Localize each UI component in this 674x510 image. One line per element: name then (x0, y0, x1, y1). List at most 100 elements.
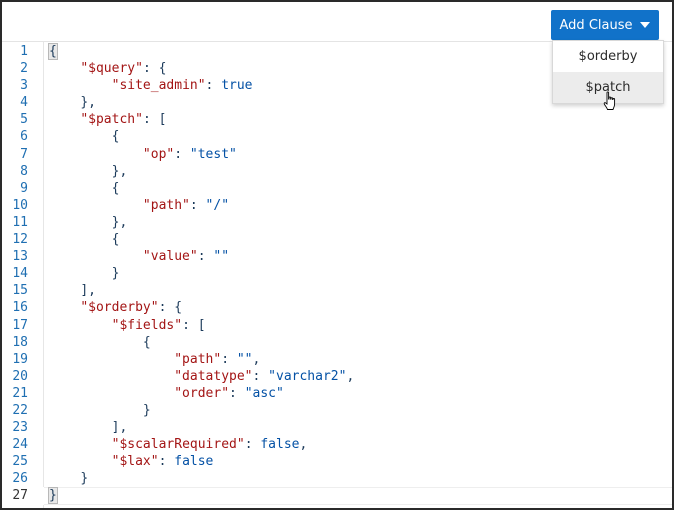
punctuation: : (252, 368, 269, 384)
punctuation: : (244, 437, 261, 453)
add-clause-button[interactable]: Add Clause (551, 10, 659, 40)
json-key: "order" (174, 385, 230, 401)
code-line: 7 "op": "test" (2, 146, 672, 163)
punctuation: : { (142, 61, 167, 77)
punctuation: { (111, 129, 120, 145)
json-value: "varchar2" (268, 368, 347, 384)
line-number: 1 (20, 44, 28, 59)
code-line: 26 } (2, 470, 672, 487)
line-number: 16 (12, 300, 28, 316)
line-number: 9 (20, 180, 28, 196)
json-value: false (260, 437, 300, 453)
line-number: 19 (12, 351, 28, 367)
line-number: 24 (12, 437, 28, 453)
json-key: "$lax" (111, 454, 159, 470)
line-number: 22 (12, 402, 28, 418)
matched-brace: { (48, 43, 58, 60)
line-number: 2 (20, 61, 28, 77)
line-number: 14 (12, 266, 28, 282)
code-line: 5 "$patch": [ (2, 111, 672, 128)
line-number: 15 (12, 283, 28, 299)
matched-brace: } (48, 487, 58, 505)
add-clause-menu: $orderby $patch (552, 40, 664, 104)
punctuation: { (142, 334, 151, 350)
line-number: 18 (12, 334, 28, 350)
json-value: "asc" (244, 385, 284, 401)
punctuation: : { (158, 300, 183, 316)
line-number: 27 (12, 488, 28, 504)
code-line: 6 { (2, 128, 672, 145)
code-line: 11 }, (2, 214, 672, 231)
punctuation: } (142, 402, 151, 418)
code-line: 18 { (2, 334, 672, 351)
punctuation: ], (111, 420, 128, 436)
punctuation: , (252, 351, 261, 367)
json-key: "value" (142, 249, 198, 265)
hand-pointer-icon (603, 91, 616, 110)
code-line: 25 "$lax": false (2, 453, 672, 470)
code-line: 22 } (2, 402, 672, 419)
code-line: 3 "site_admin": true (2, 77, 672, 94)
menu-item-orderby[interactable]: $orderby (578, 49, 638, 64)
punctuation: { (111, 232, 120, 248)
code-line: 14 } (2, 265, 672, 282)
json-value: "" (213, 249, 230, 265)
punctuation: : (189, 197, 206, 213)
line-number: 11 (12, 214, 28, 230)
line-number: 20 (12, 368, 28, 384)
punctuation: { (111, 180, 120, 196)
punctuation: } (111, 266, 120, 282)
line-number: 13 (12, 249, 28, 265)
code-line: 23 ], (2, 419, 672, 436)
punctuation: }, (111, 163, 128, 179)
json-key: "path" (142, 197, 190, 213)
line-number: 21 (12, 385, 28, 401)
code-line: 16 "$orderby": { (2, 299, 672, 316)
json-key: "path" (174, 351, 222, 367)
code-editor[interactable]: 1{ 2 "$query": { 3 "site_admin": true 4 … (2, 42, 672, 508)
code-line: 19 "path": "", (2, 351, 672, 368)
code-line: 1{ (2, 43, 672, 60)
code-line: 17 "$fields": [ (2, 317, 672, 334)
json-key: "$fields" (111, 317, 183, 333)
active-code-line: 27} (2, 487, 672, 505)
json-key: "$scalarRequired" (111, 437, 245, 453)
punctuation: : (197, 249, 214, 265)
json-key: "$orderby" (80, 300, 159, 316)
line-number: 4 (20, 95, 28, 111)
punctuation: : (158, 454, 175, 470)
json-key: "$patch" (80, 112, 143, 128)
add-clause-label: Add Clause (559, 17, 633, 33)
punctuation: : [ (142, 112, 167, 128)
toolbar: Add Clause (2, 2, 672, 42)
code-line: 10 "path": "/" (2, 197, 672, 214)
code-line: 24 "$scalarRequired": false, (2, 436, 672, 453)
code-line: 15 ], (2, 282, 672, 299)
code-line: 21 "order": "asc" (2, 385, 672, 402)
line-number: 25 (12, 454, 28, 470)
punctuation: : (229, 385, 245, 401)
line-number: 26 (12, 471, 28, 487)
json-value: false (174, 454, 214, 470)
caret-down-icon (640, 22, 651, 28)
code-line: 13 "value": "" (2, 248, 672, 265)
punctuation: , (346, 368, 355, 384)
line-number: 12 (12, 232, 28, 248)
code-line: 9 { (2, 180, 672, 197)
code-line: 4 }, (2, 94, 672, 111)
json-key: "op" (142, 146, 175, 162)
line-number: 7 (20, 146, 28, 162)
code-line: 2 "$query": { (2, 60, 672, 77)
json-value: "test" (189, 146, 237, 162)
active-line-highlight (44, 487, 672, 505)
punctuation: : [ (182, 317, 206, 333)
json-key: "site_admin" (111, 78, 206, 94)
punctuation: : (205, 78, 222, 94)
punctuation: }, (111, 214, 128, 230)
line-number: 8 (20, 163, 28, 179)
line-number: 10 (12, 197, 28, 213)
json-value: "" (236, 351, 253, 367)
json-value: "/" (205, 197, 230, 213)
punctuation: , (299, 437, 308, 453)
